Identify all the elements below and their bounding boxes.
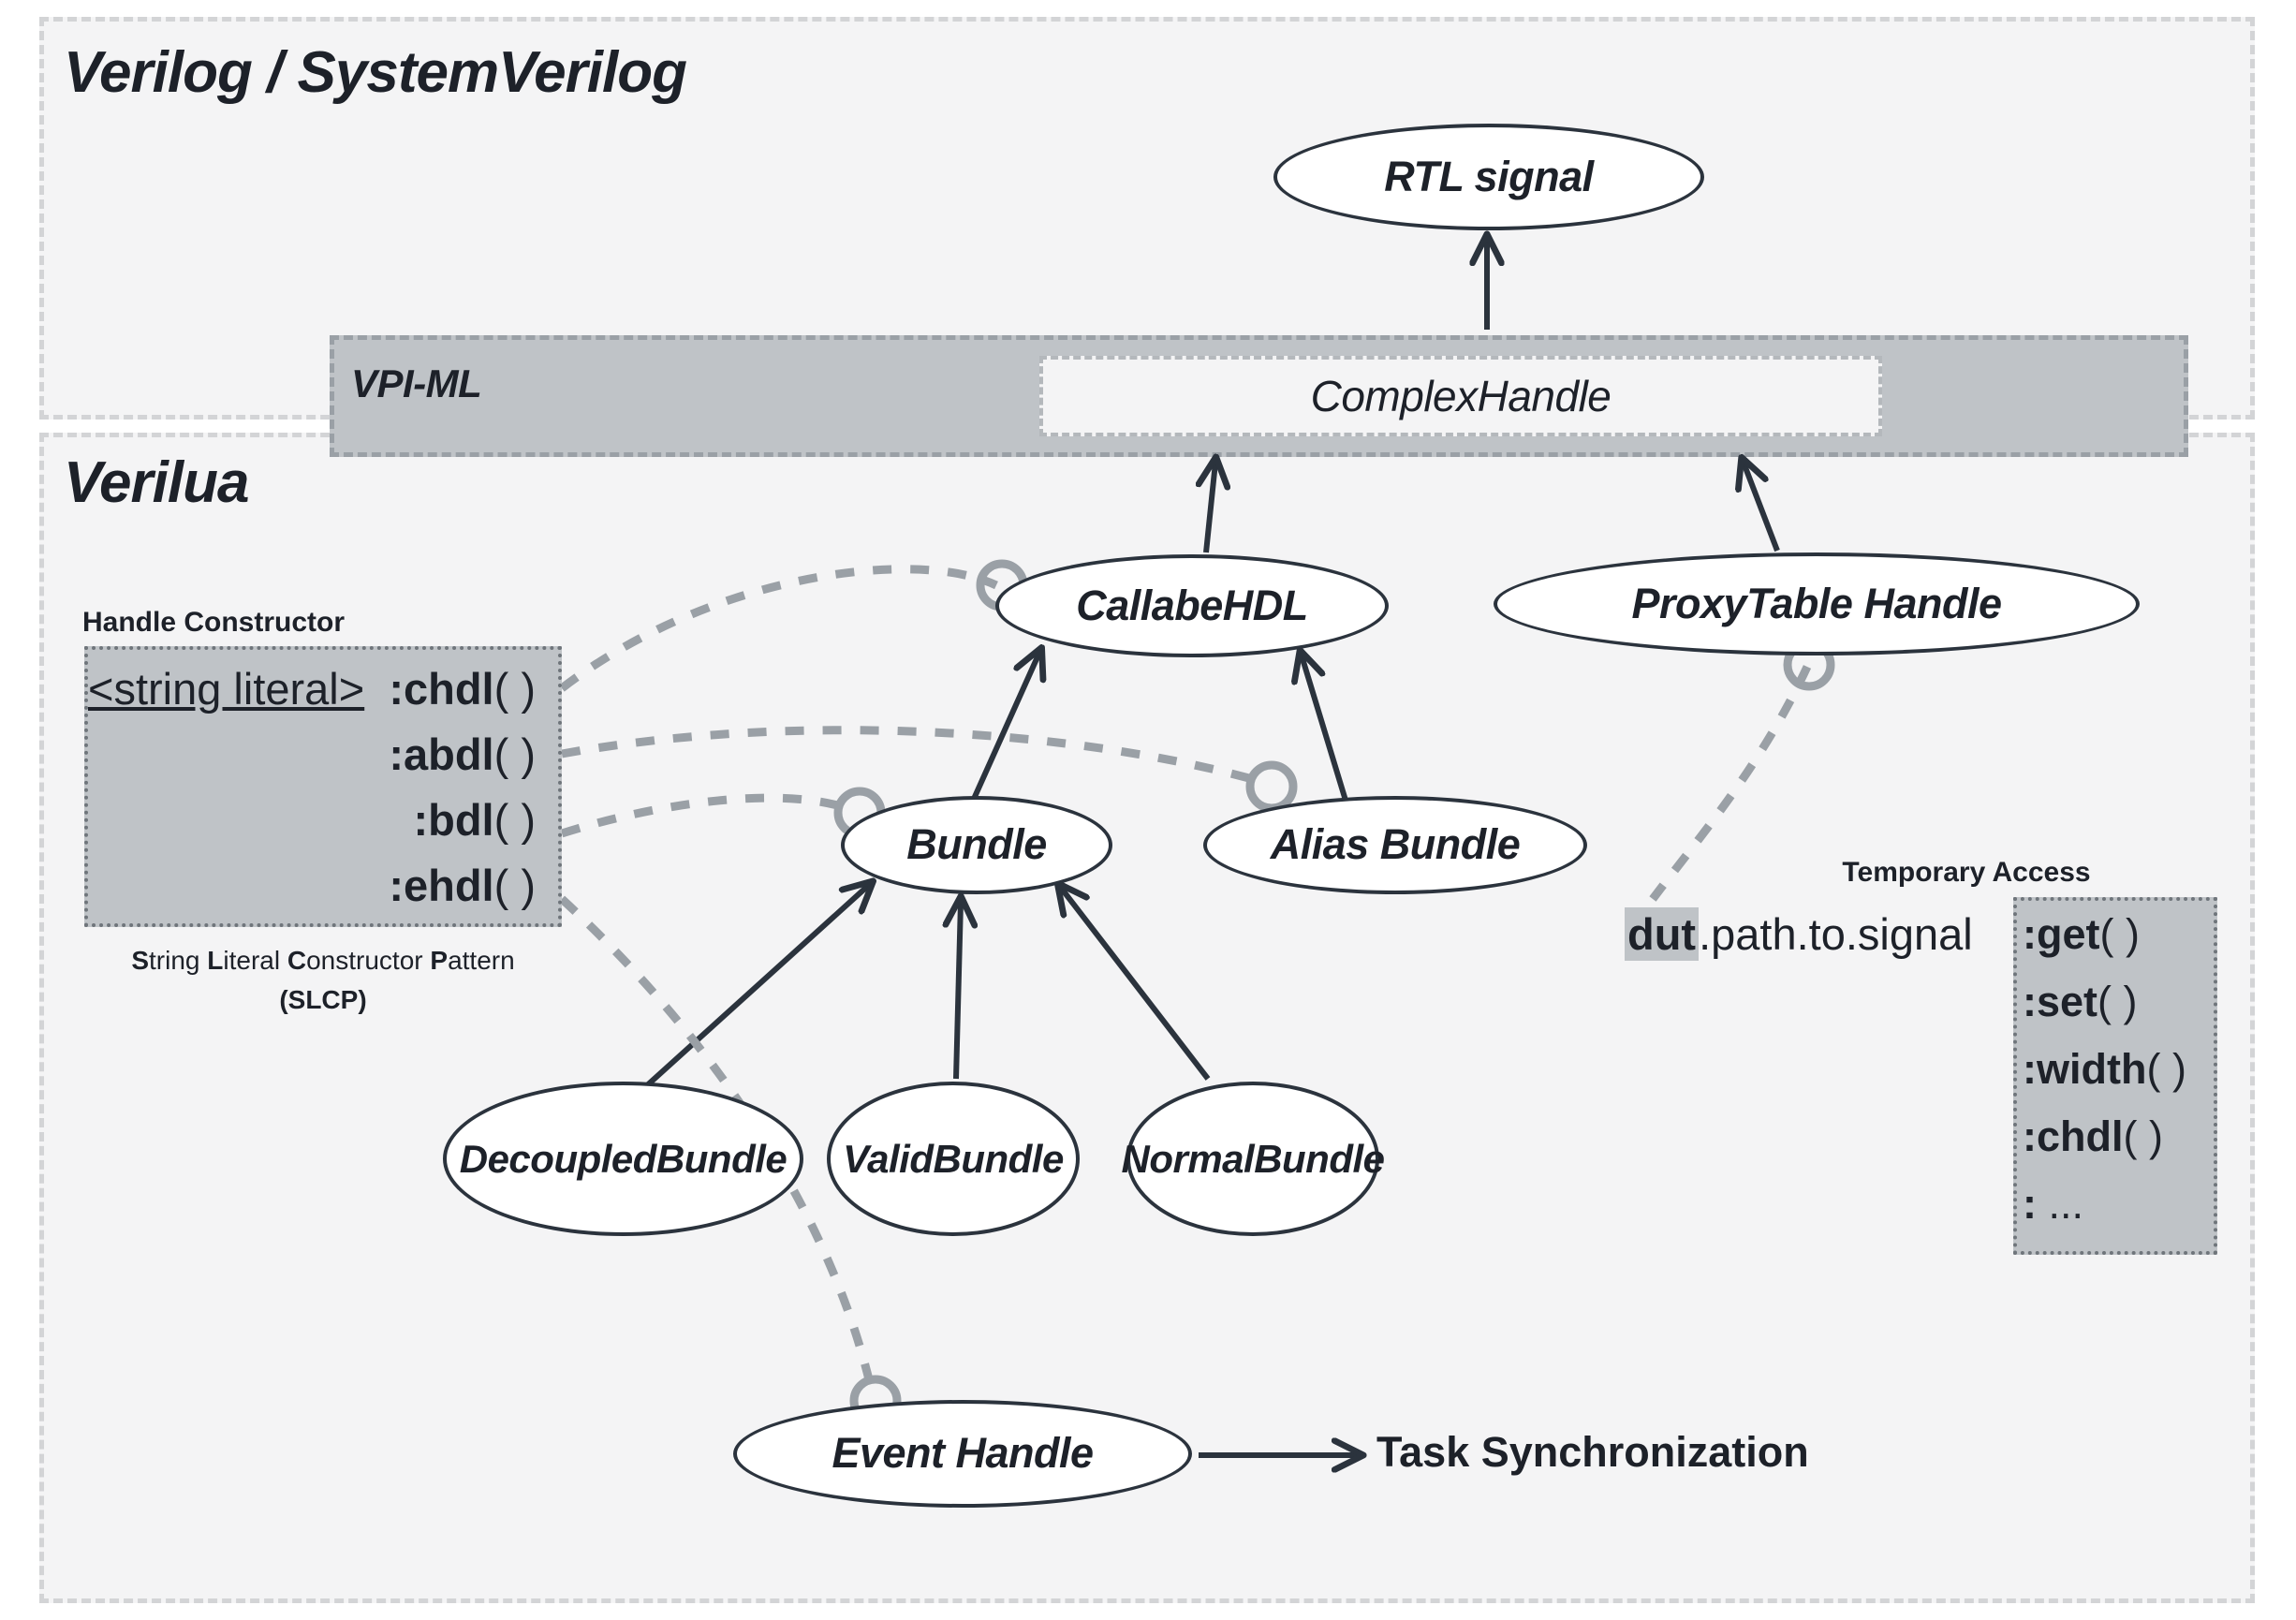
handle-constructor-method-bdl[interactable]: :bdl( ) [88,794,556,846]
method-name-set: :set [2023,978,2098,1025]
handle-constructor-method-chdl[interactable]: :chdl( ) [88,663,556,714]
slcp-caption: String Literal Constructor Pattern (SLCP… [84,941,562,1020]
string-literal-token: <string literal> [88,664,365,714]
temporary-access-method-chdl[interactable]: :chdl( ) [2023,1112,2219,1161]
method-paren-chdl-temp: ( ) [2123,1112,2163,1160]
method-name-chdl: :chdl [389,664,494,714]
method-paren-get: ( ) [2099,910,2140,958]
node-proxytable-handle[interactable]: ProxyTable Handle [1494,552,2140,655]
method-name-ellipsis: : [2023,1180,2037,1228]
method-name-chdl-temp: :chdl [2023,1112,2124,1160]
handle-constructor-method-abdl[interactable]: :abdl( ) [88,729,556,780]
method-paren-width: ( ) [2146,1045,2186,1093]
handle-constructor-box [84,646,562,927]
method-name-width: :width [2023,1045,2147,1093]
temporary-access-method-set[interactable]: :set( ) [2023,978,2219,1026]
dut-path-rest: .path.to.signal [1699,909,1973,959]
dut-path-expression: dut.path.to.signal [1625,907,1973,961]
method-name-ehdl: :ehdl [389,861,494,910]
handle-constructor-title: Handle Constructor [82,607,346,638]
method-paren-ellipsis: ... [2037,1180,2084,1228]
temporary-access-method-ellipsis: : ... [2023,1180,2219,1229]
dut-token: dut [1625,907,1700,961]
method-paren-abdl: ( ) [493,729,536,779]
temporary-access-box [2013,897,2217,1255]
slcp-caption-line2: (SLCP) [279,985,367,1014]
handle-constructor-method-ehdl[interactable]: :ehdl( ) [88,860,556,911]
method-name-get: :get [2023,910,2100,958]
verilua-layer-title: Verilua [64,450,249,515]
node-bundle[interactable]: Bundle [841,796,1112,894]
method-name-bdl: :bdl [413,795,494,845]
method-paren-set: ( ) [2097,978,2138,1025]
node-alias-bundle[interactable]: Alias Bundle [1203,796,1587,894]
node-callable-hdl[interactable]: CallabeHDL [995,554,1389,657]
node-rtl-signal[interactable]: RTL signal [1273,124,1704,230]
method-name-abdl: :abdl [389,729,494,779]
complexhandle-box: ComplexHandle [1039,356,1882,436]
method-paren-chdl: ( ) [493,664,536,714]
vpiml-label: VPI-ML [351,361,482,405]
handle-constructor-literal-row: <string literal> [88,663,556,714]
node-event-handle[interactable]: Event Handle [733,1400,1192,1508]
method-paren-bdl: ( ) [493,795,536,845]
temporary-access-method-width[interactable]: :width( ) [2023,1045,2219,1094]
slcp-caption-line1: String Literal Constructor Pattern [131,946,515,975]
temporary-access-title: Temporary Access [1842,857,2091,888]
method-paren-ehdl: ( ) [493,861,536,910]
task-synchronization-label: Task Synchronization [1376,1428,1809,1476]
complexhandle-label: ComplexHandle [1310,372,1612,420]
verilog-layer-title: Verilog / SystemVerilog [64,40,687,105]
temporary-access-method-get[interactable]: :get( ) [2023,910,2219,959]
